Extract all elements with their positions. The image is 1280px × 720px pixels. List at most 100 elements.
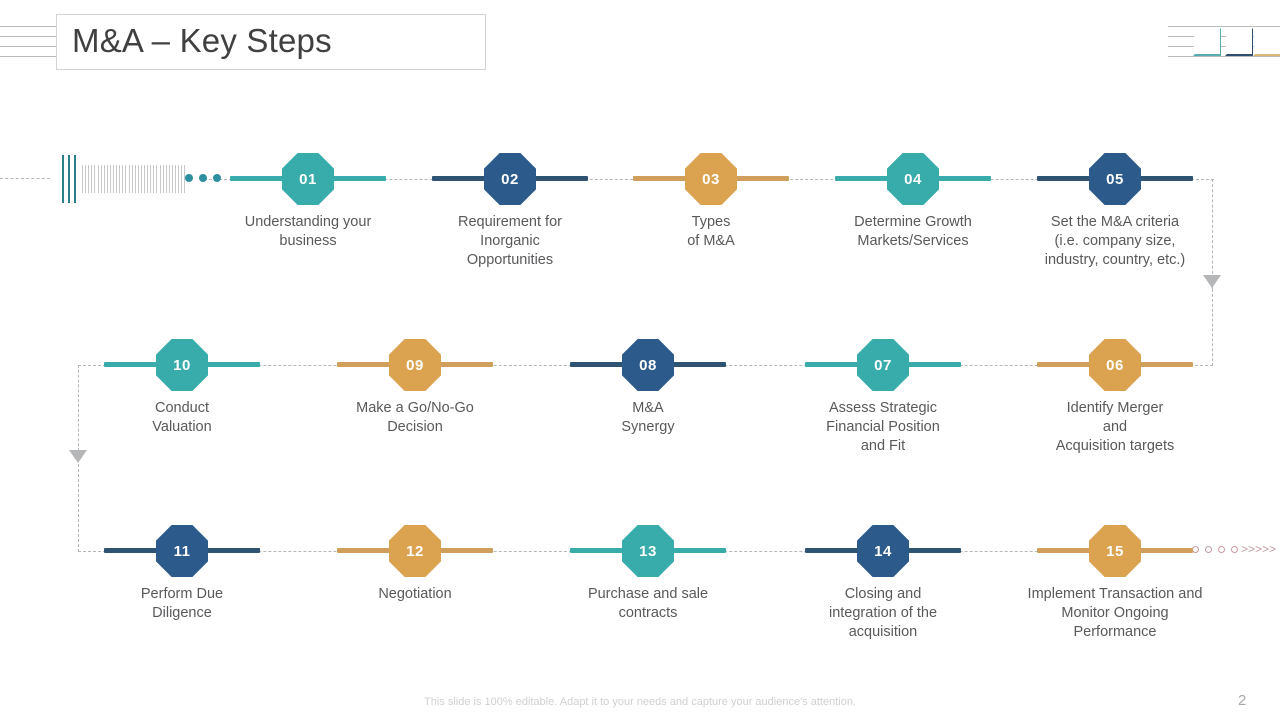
start-thin-bar	[128, 165, 130, 193]
step-octagon-13[interactable]: 13	[622, 525, 674, 577]
start-thin-bar	[85, 165, 87, 193]
step-marker-12: 12	[315, 525, 515, 577]
step-connector-left-06	[1037, 362, 1091, 367]
step-connector-right-02	[534, 176, 588, 181]
connector-right-arrow-icon	[1203, 275, 1221, 288]
footer-note: This slide is 100% editable. Adapt it to…	[424, 696, 856, 708]
start-thin-bar	[125, 165, 127, 193]
step-octagon-05[interactable]: 05	[1089, 153, 1141, 205]
start-thin-bar	[109, 165, 111, 193]
step-marker-01: 01	[208, 153, 408, 205]
step-label-05: Set the M&A criteria (i.e. company size,…	[1044, 214, 1186, 268]
step-label-04: Determine Growth Markets/Services	[854, 214, 972, 249]
start-thin-bar	[122, 165, 124, 193]
step-label-08: M&A Synergy	[621, 400, 675, 435]
step-marker-04: 04	[813, 153, 1013, 205]
step-label-13: Purchase and sale contracts	[587, 586, 709, 621]
connector-left-arrow-icon	[69, 450, 87, 463]
start-thin-bar	[94, 165, 96, 193]
step-connector-left-02	[432, 176, 486, 181]
step-octagon-11[interactable]: 11	[156, 525, 208, 577]
start-thin-bar	[184, 165, 186, 193]
step-marker-03: 03	[611, 153, 811, 205]
step-octagon-03[interactable]: 03	[685, 153, 737, 205]
step-octagon-04[interactable]: 04	[887, 153, 939, 205]
start-thin-bar	[150, 165, 152, 193]
header-rule-right-4	[1168, 56, 1280, 57]
step-marker-15: 15	[1015, 525, 1215, 577]
step-octagon-01[interactable]: 01	[282, 153, 334, 205]
step-octagon-02[interactable]: 02	[484, 153, 536, 205]
step-connector-right-15	[1139, 548, 1193, 553]
step-connector-left-08	[570, 362, 624, 367]
step-label-12: Negotiation	[378, 586, 452, 602]
start-thin-bar	[134, 165, 136, 193]
start-bar-1	[62, 155, 64, 203]
step-marker-14: 14	[783, 525, 983, 577]
step-octagon-10[interactable]: 10	[156, 339, 208, 391]
start-thin-bar	[103, 165, 105, 193]
start-bar-3	[74, 155, 76, 203]
step-marker-11: 11	[82, 525, 282, 577]
end-circle-2	[1205, 546, 1212, 553]
step-label-06: Identify Merger and Acquisition targets	[1055, 400, 1175, 454]
start-thin-bar	[137, 165, 139, 193]
step-connector-left-05	[1037, 176, 1091, 181]
step-octagon-09[interactable]: 09	[389, 339, 441, 391]
step-connector-right-13	[672, 548, 726, 553]
header-rule-right-1	[1168, 26, 1280, 27]
header-rule-left-4	[0, 56, 62, 57]
step-octagon-08[interactable]: 08	[622, 339, 674, 391]
end-chevrons-icon: >>>>>	[1241, 542, 1277, 556]
start-thin-bar	[156, 165, 158, 193]
page-number: 2	[1238, 692, 1247, 709]
connector-right-down	[1212, 179, 1213, 289]
start-thin-bar	[113, 165, 114, 193]
start-thin-bar	[88, 165, 90, 193]
step-octagon-12[interactable]: 12	[389, 525, 441, 577]
step-marker-13: 13	[548, 525, 748, 577]
step-connector-left-15	[1037, 548, 1091, 553]
step-label-03: Types of M&A	[687, 214, 735, 249]
start-thin-bar	[100, 165, 102, 193]
start-thin-bar	[131, 165, 133, 193]
connector-left-down	[78, 365, 79, 451]
header-rule-left-3	[0, 46, 62, 47]
step-connector-left-09	[337, 362, 391, 367]
step-label-02: Requirement for Inorganic Opportunities	[458, 214, 562, 268]
start-bar-2	[68, 155, 70, 203]
start-thin-bar	[82, 165, 83, 193]
step-octagon-06[interactable]: 06	[1089, 339, 1141, 391]
step-connector-left-04	[835, 176, 889, 181]
step-connector-right-05	[1139, 176, 1193, 181]
step-octagon-15[interactable]: 15	[1089, 525, 1141, 577]
step-connector-right-09	[439, 362, 493, 367]
step-octagon-07[interactable]: 07	[857, 339, 909, 391]
start-thin-bar	[106, 165, 108, 193]
end-decoration: >>>>>	[1186, 540, 1280, 564]
triangle-gold-mask	[1254, 28, 1280, 54]
step-connector-right-06	[1139, 362, 1193, 367]
start-thin-bar	[181, 165, 183, 193]
start-dash	[0, 178, 50, 179]
step-connector-right-14	[907, 548, 961, 553]
step-octagon-14[interactable]: 14	[857, 525, 909, 577]
step-marker-08: 08	[548, 339, 748, 391]
step-connector-right-11	[206, 548, 260, 553]
step-connector-left-03	[633, 176, 687, 181]
